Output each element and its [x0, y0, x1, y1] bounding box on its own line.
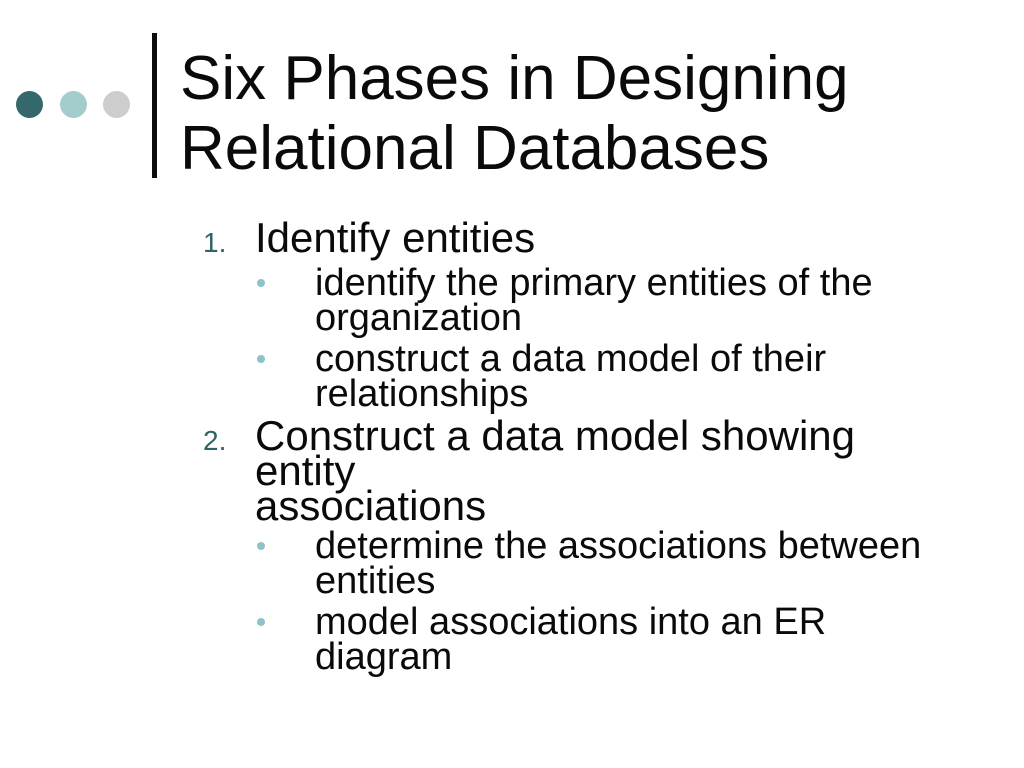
- gray-dot-icon: [103, 91, 130, 118]
- item-text: Construct a data model showing entity as…: [255, 412, 855, 529]
- bullet-marker: [255, 342, 315, 377]
- outline-item-level1: 2. Construct a data model showing entity …: [190, 412, 930, 529]
- outline-item-level2: model associations into an ER diagram: [255, 601, 930, 678]
- item-text: model associations into an ER diagram: [315, 601, 827, 678]
- bullet-dot-icon: [257, 279, 265, 287]
- bullet-marker: [255, 605, 315, 640]
- outline-item-level2: identify the primary entities of the org…: [255, 262, 930, 339]
- item-number: 1.: [203, 227, 227, 258]
- bullet-marker: [255, 529, 315, 564]
- bullet-dot-icon: [257, 542, 265, 550]
- item-text: identify the primary entities of the org…: [315, 262, 873, 339]
- outline-item-level1: 1. Identify entities: [190, 214, 930, 261]
- title-accent-bar: [152, 33, 157, 178]
- item-text: construct a data model of their relation…: [315, 338, 827, 415]
- bullet-dot-icon: [257, 355, 265, 363]
- outline-item-level2: construct a data model of their relation…: [255, 338, 930, 415]
- outline-item-level2: determine the associations between entit…: [255, 525, 930, 602]
- item-number: 2.: [203, 425, 227, 456]
- bullet-marker: [255, 266, 315, 301]
- bullet-dot-icon: [257, 618, 265, 626]
- slide-title: Six Phases in Designing Relational Datab…: [180, 44, 849, 183]
- item-text: determine the associations between entit…: [315, 525, 922, 602]
- light-teal-dot-icon: [60, 91, 87, 118]
- item-text: Identify entities: [255, 214, 536, 261]
- dark-teal-dot-icon: [16, 91, 43, 118]
